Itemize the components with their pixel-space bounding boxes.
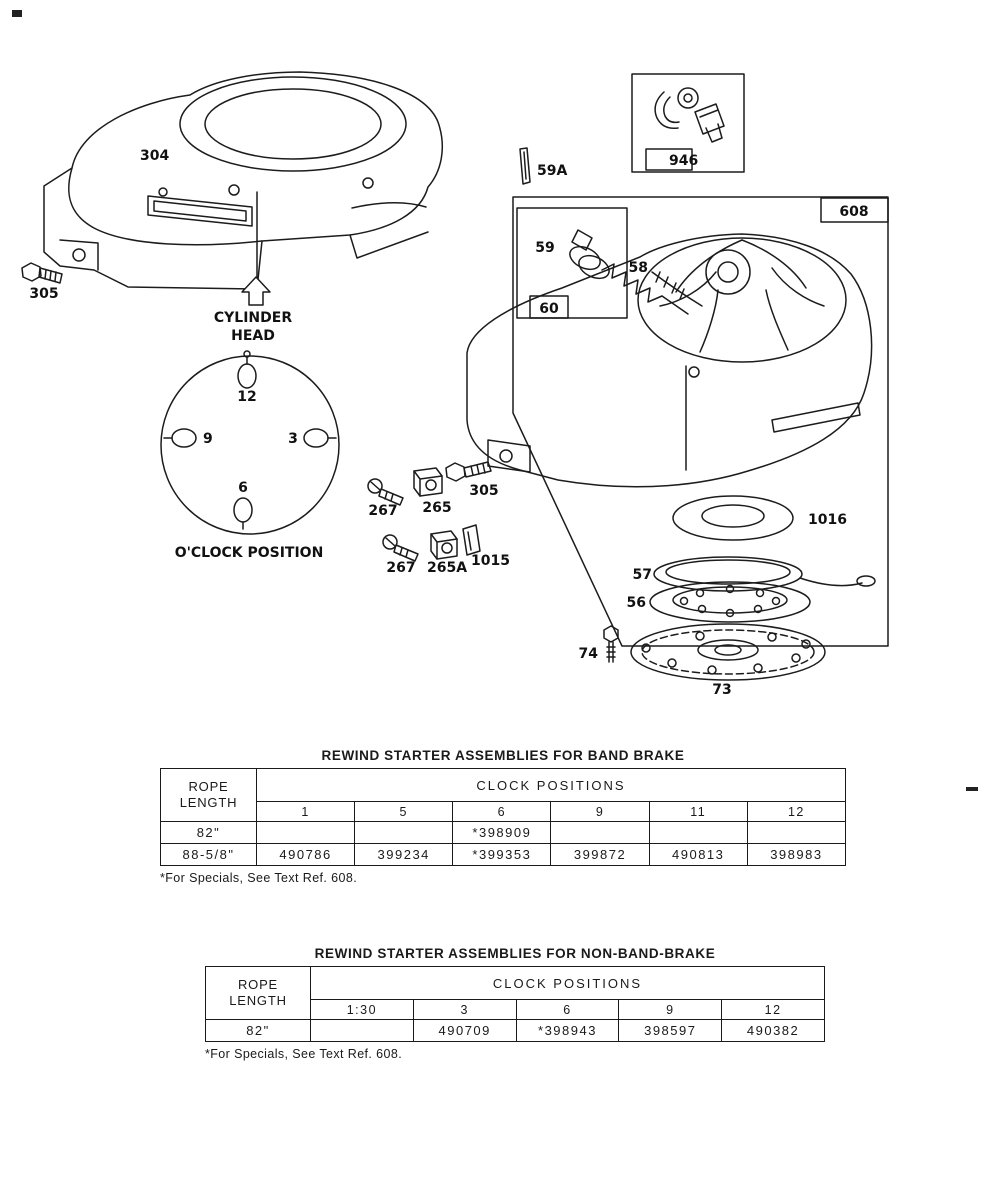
non-band-brake-table-title: REWIND STARTER ASSEMBLIES FOR NON-BAND-B… (314, 946, 716, 961)
clock-col-5: 5 (354, 801, 454, 822)
clock-positions-header: CLOCK POSITIONS (310, 966, 825, 1000)
band-brake-table-title: REWIND STARTER ASSEMBLIES FOR BAND BRAKE (321, 748, 685, 763)
label-265: 265 (422, 500, 451, 516)
label-267-upper: 267 (368, 503, 397, 519)
part-cell: *398909 (452, 821, 552, 844)
part-cell: 490813 (648, 843, 748, 866)
table-header-row: ROPE LENGTH CLOCK POSITIONS (205, 966, 825, 1020)
bolt-305-left-drawing (21, 262, 63, 284)
label-304: 304 (140, 148, 169, 164)
label-305-left: 305 (29, 286, 58, 302)
part-cell: 490709 (412, 1019, 517, 1042)
part-946-inset-drawing (631, 73, 745, 173)
starter-base-73-drawing (630, 623, 826, 681)
clock-col-12: 12 (746, 801, 847, 822)
label-56: 56 (627, 595, 646, 611)
part-cell: 399872 (550, 843, 650, 866)
rope-cell: 82" (160, 821, 257, 844)
label-60: 60 (539, 301, 559, 317)
label-57: 57 (633, 567, 652, 583)
table-row: 82" 490709 *398943 398597 490382 (205, 1019, 825, 1042)
label-265a: 265A (427, 560, 467, 576)
band-brake-footnote: *For Specials, See Text Ref. 608. (160, 871, 358, 885)
band-brake-table: ROPE LENGTH CLOCK POSITIONS 1 5 6 9 11 1… (160, 768, 847, 866)
cylinder-head-arrow-icon (241, 276, 271, 306)
nut-265a-drawing (430, 530, 458, 560)
table-row: 82" *398909 (160, 821, 847, 844)
clock-col-130: 1:30 (310, 999, 414, 1020)
clock-columns-row: 1:30 3 6 9 12 (206, 999, 825, 1020)
non-band-brake-footnote: *For Specials, See Text Ref. 608. (205, 1047, 403, 1061)
part-cell (310, 1019, 414, 1042)
screw-267-upper-drawing (367, 478, 404, 506)
label-1015: 1015 (471, 553, 510, 569)
screw-267-lower-drawing (382, 534, 419, 562)
engine-housing-drawing (466, 233, 873, 488)
clock-col-1: 1 (255, 801, 356, 822)
label-267-lower: 267 (386, 560, 415, 576)
part-cell: *398943 (515, 1019, 620, 1042)
label-608: 608 (839, 204, 868, 220)
scan-artifact (966, 787, 978, 791)
label-oclock-position: O'CLOCK POSITION (175, 545, 324, 561)
exploded-parts-diagram: 304 305 CYLINDER HEAD 12 9 3 6 O'CLOCK P… (21, 71, 889, 698)
part-cell (746, 821, 847, 844)
table-row: 88-5/8" 490786 399234 *399353 399872 490… (160, 843, 847, 866)
bolt-74-drawing (603, 625, 619, 663)
label-1016: 1016 (808, 512, 847, 528)
label-73: 73 (712, 682, 731, 698)
rope-cell: 82" (205, 1019, 311, 1042)
part-59a-drawing (519, 147, 531, 185)
rope-length-header: ROPE LENGTH (160, 768, 257, 822)
non-band-brake-table-section: REWIND STARTER ASSEMBLIES FOR NON-BAND-B… (205, 946, 825, 1061)
bolt-305-right-drawing (445, 461, 492, 482)
clock-positions-header: CLOCK POSITIONS (256, 768, 846, 802)
clock-col-6: 6 (452, 801, 552, 822)
label-clock-3: 3 (288, 431, 298, 447)
label-59a: 59A (537, 163, 567, 179)
clock-col-3: 3 (412, 999, 517, 1020)
part-cell: *399353 (452, 843, 552, 866)
rope-cell: 88-5/8" (160, 843, 257, 866)
part-cell: 399234 (354, 843, 454, 866)
label-clock-6: 6 (238, 480, 248, 496)
rope-length-header: ROPE LENGTH (205, 966, 311, 1020)
part-cell: 398597 (618, 1019, 723, 1042)
clock-col-9: 9 (618, 999, 723, 1020)
clock-columns-row: 1 5 6 9 11 12 (161, 801, 847, 822)
bolt-58-drawing (651, 271, 703, 307)
band-brake-table-section: REWIND STARTER ASSEMBLIES FOR BAND BRAKE… (160, 748, 847, 885)
parts-59-60-inset (516, 207, 689, 319)
part-cell (354, 821, 454, 844)
part-cell: 398983 (746, 843, 847, 866)
spacer-1015-drawing (462, 524, 481, 556)
label-946: 946 (669, 153, 698, 169)
nut-265-drawing (413, 467, 443, 497)
part-cell: 490786 (255, 843, 356, 866)
label-305-right: 305 (469, 483, 498, 499)
part-cell (255, 821, 356, 844)
scan-artifact (12, 10, 22, 17)
clock-col-11: 11 (648, 801, 748, 822)
label-clock-9: 9 (203, 431, 213, 447)
ring-57-drawing (653, 556, 876, 592)
clock-col-12: 12 (721, 999, 825, 1020)
label-cylinder: CYLINDER (214, 310, 292, 326)
part-cell (648, 821, 748, 844)
clock-col-9: 9 (550, 801, 650, 822)
non-band-brake-table: ROPE LENGTH CLOCK POSITIONS 1:30 3 6 9 1… (205, 966, 825, 1042)
oclock-position-dial-drawing (160, 350, 340, 535)
label-74: 74 (579, 646, 599, 662)
pulley-56-drawing (649, 581, 811, 623)
clock-col-6: 6 (515, 999, 620, 1020)
washer-1016-drawing (672, 495, 794, 541)
label-59: 59 (535, 240, 554, 256)
part-cell: 490382 (721, 1019, 825, 1042)
label-58: 58 (629, 260, 648, 276)
label-clock-12: 12 (237, 389, 256, 405)
label-head: HEAD (231, 328, 275, 344)
part-cell (550, 821, 650, 844)
table-header-row: ROPE LENGTH CLOCK POSITIONS (160, 768, 846, 822)
blower-housing-304-drawing (43, 71, 444, 290)
